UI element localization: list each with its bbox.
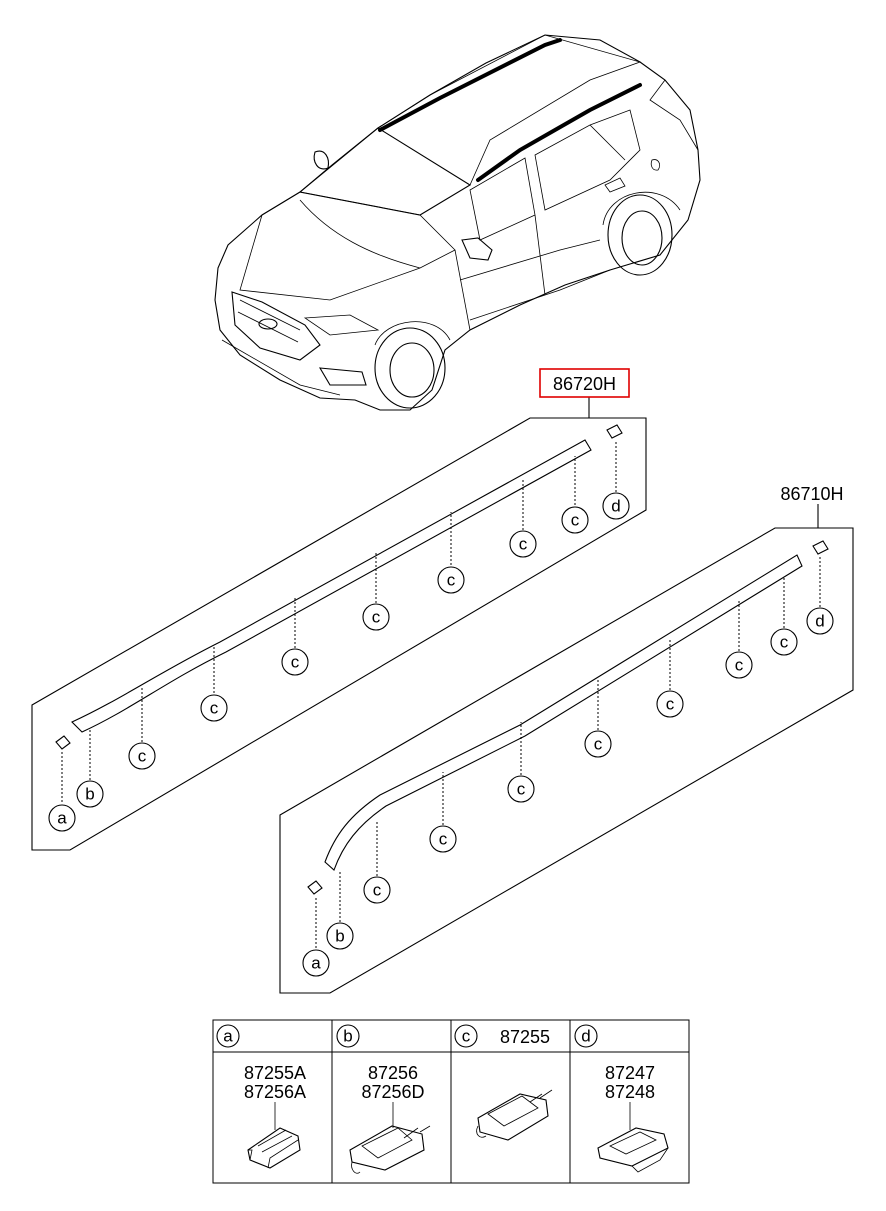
callout-c: c	[437, 566, 465, 594]
upper-part-number[interactable]: 86720H	[553, 374, 616, 394]
svg-text:d: d	[611, 497, 620, 516]
callout-c: c	[561, 506, 589, 534]
clip-d-icon	[597, 1127, 669, 1173]
svg-text:a: a	[223, 1027, 233, 1046]
callout-c: c	[362, 603, 390, 631]
legend-cell-d: d 87247 87248	[574, 1024, 669, 1173]
svg-text:c: c	[780, 633, 789, 652]
callout-c: c	[725, 651, 753, 679]
lower-assembly: 86710H a b c c c c c c c d	[279, 484, 854, 994]
callout-c: c	[507, 775, 535, 803]
lower-part-number[interactable]: 86710H	[780, 484, 843, 504]
svg-text:b: b	[85, 785, 94, 804]
part-number[interactable]: 87256A	[244, 1082, 306, 1102]
clip-a-icon	[307, 880, 323, 895]
callout-c: c	[128, 742, 156, 770]
svg-text:c: c	[519, 535, 528, 554]
svg-text:d: d	[815, 612, 824, 631]
lower-assembly-frame	[279, 527, 854, 994]
svg-text:c: c	[210, 699, 219, 718]
clip-b-icon	[349, 1125, 431, 1174]
svg-text:c: c	[291, 653, 300, 672]
svg-text:b: b	[343, 1027, 352, 1046]
callout-a: a	[48, 804, 76, 832]
part-number[interactable]: 87247	[605, 1063, 655, 1083]
callout-d: d	[806, 607, 834, 635]
callout-b: b	[76, 780, 104, 808]
callout-b: b	[326, 922, 354, 950]
upper-part-highlight	[539, 368, 630, 398]
legend-cell-c: c 87255	[454, 1024, 553, 1141]
part-number[interactable]: 87255	[500, 1027, 550, 1047]
upper-assembly-frame	[31, 417, 647, 851]
svg-text:c: c	[439, 830, 448, 849]
legend-table: a 87255A 87256A b 87256 87256D	[212, 1019, 690, 1184]
callout-d: d	[602, 492, 630, 520]
callout-c: c	[584, 730, 612, 758]
part-number[interactable]: 87248	[605, 1082, 655, 1102]
lower-roof-rail	[324, 554, 803, 871]
svg-text:a: a	[57, 809, 67, 828]
svg-text:a: a	[311, 954, 321, 973]
callout-c: c	[200, 694, 228, 722]
svg-text:d: d	[581, 1027, 590, 1046]
part-number[interactable]: 87256D	[361, 1082, 424, 1102]
legend-cell-a: a 87255A 87256A	[216, 1024, 306, 1169]
svg-text:c: c	[372, 608, 381, 627]
callout-c: c	[656, 690, 684, 718]
clip-a-icon	[247, 1127, 301, 1169]
svg-text:c: c	[571, 511, 580, 530]
svg-text:b: b	[335, 927, 344, 946]
car-illustration	[214, 34, 701, 411]
svg-text:c: c	[666, 695, 675, 714]
clip-d-icon	[606, 424, 623, 439]
svg-text:c: c	[735, 656, 744, 675]
svg-text:c: c	[138, 747, 147, 766]
svg-text:c: c	[594, 735, 603, 754]
callout-a: a	[302, 949, 330, 977]
callout-c: c	[281, 648, 309, 676]
part-number[interactable]: 87255A	[244, 1063, 306, 1083]
svg-text:c: c	[373, 881, 382, 900]
legend-cell-b: b 87256 87256D	[336, 1024, 431, 1174]
callout-c: c	[363, 876, 391, 904]
part-number[interactable]: 87256	[368, 1063, 418, 1083]
upper-roof-rail	[71, 439, 592, 733]
clip-d-icon	[812, 540, 829, 555]
upper-assembly: 86720H a b c c c c c c c d	[31, 368, 647, 851]
svg-text:c: c	[462, 1027, 471, 1046]
callout-c: c	[429, 825, 457, 853]
svg-text:c: c	[517, 780, 526, 799]
svg-text:c: c	[447, 571, 456, 590]
callout-c: c	[770, 628, 798, 656]
clip-c-icon	[476, 1089, 553, 1141]
clip-a-icon	[55, 735, 71, 750]
callout-c: c	[509, 530, 537, 558]
